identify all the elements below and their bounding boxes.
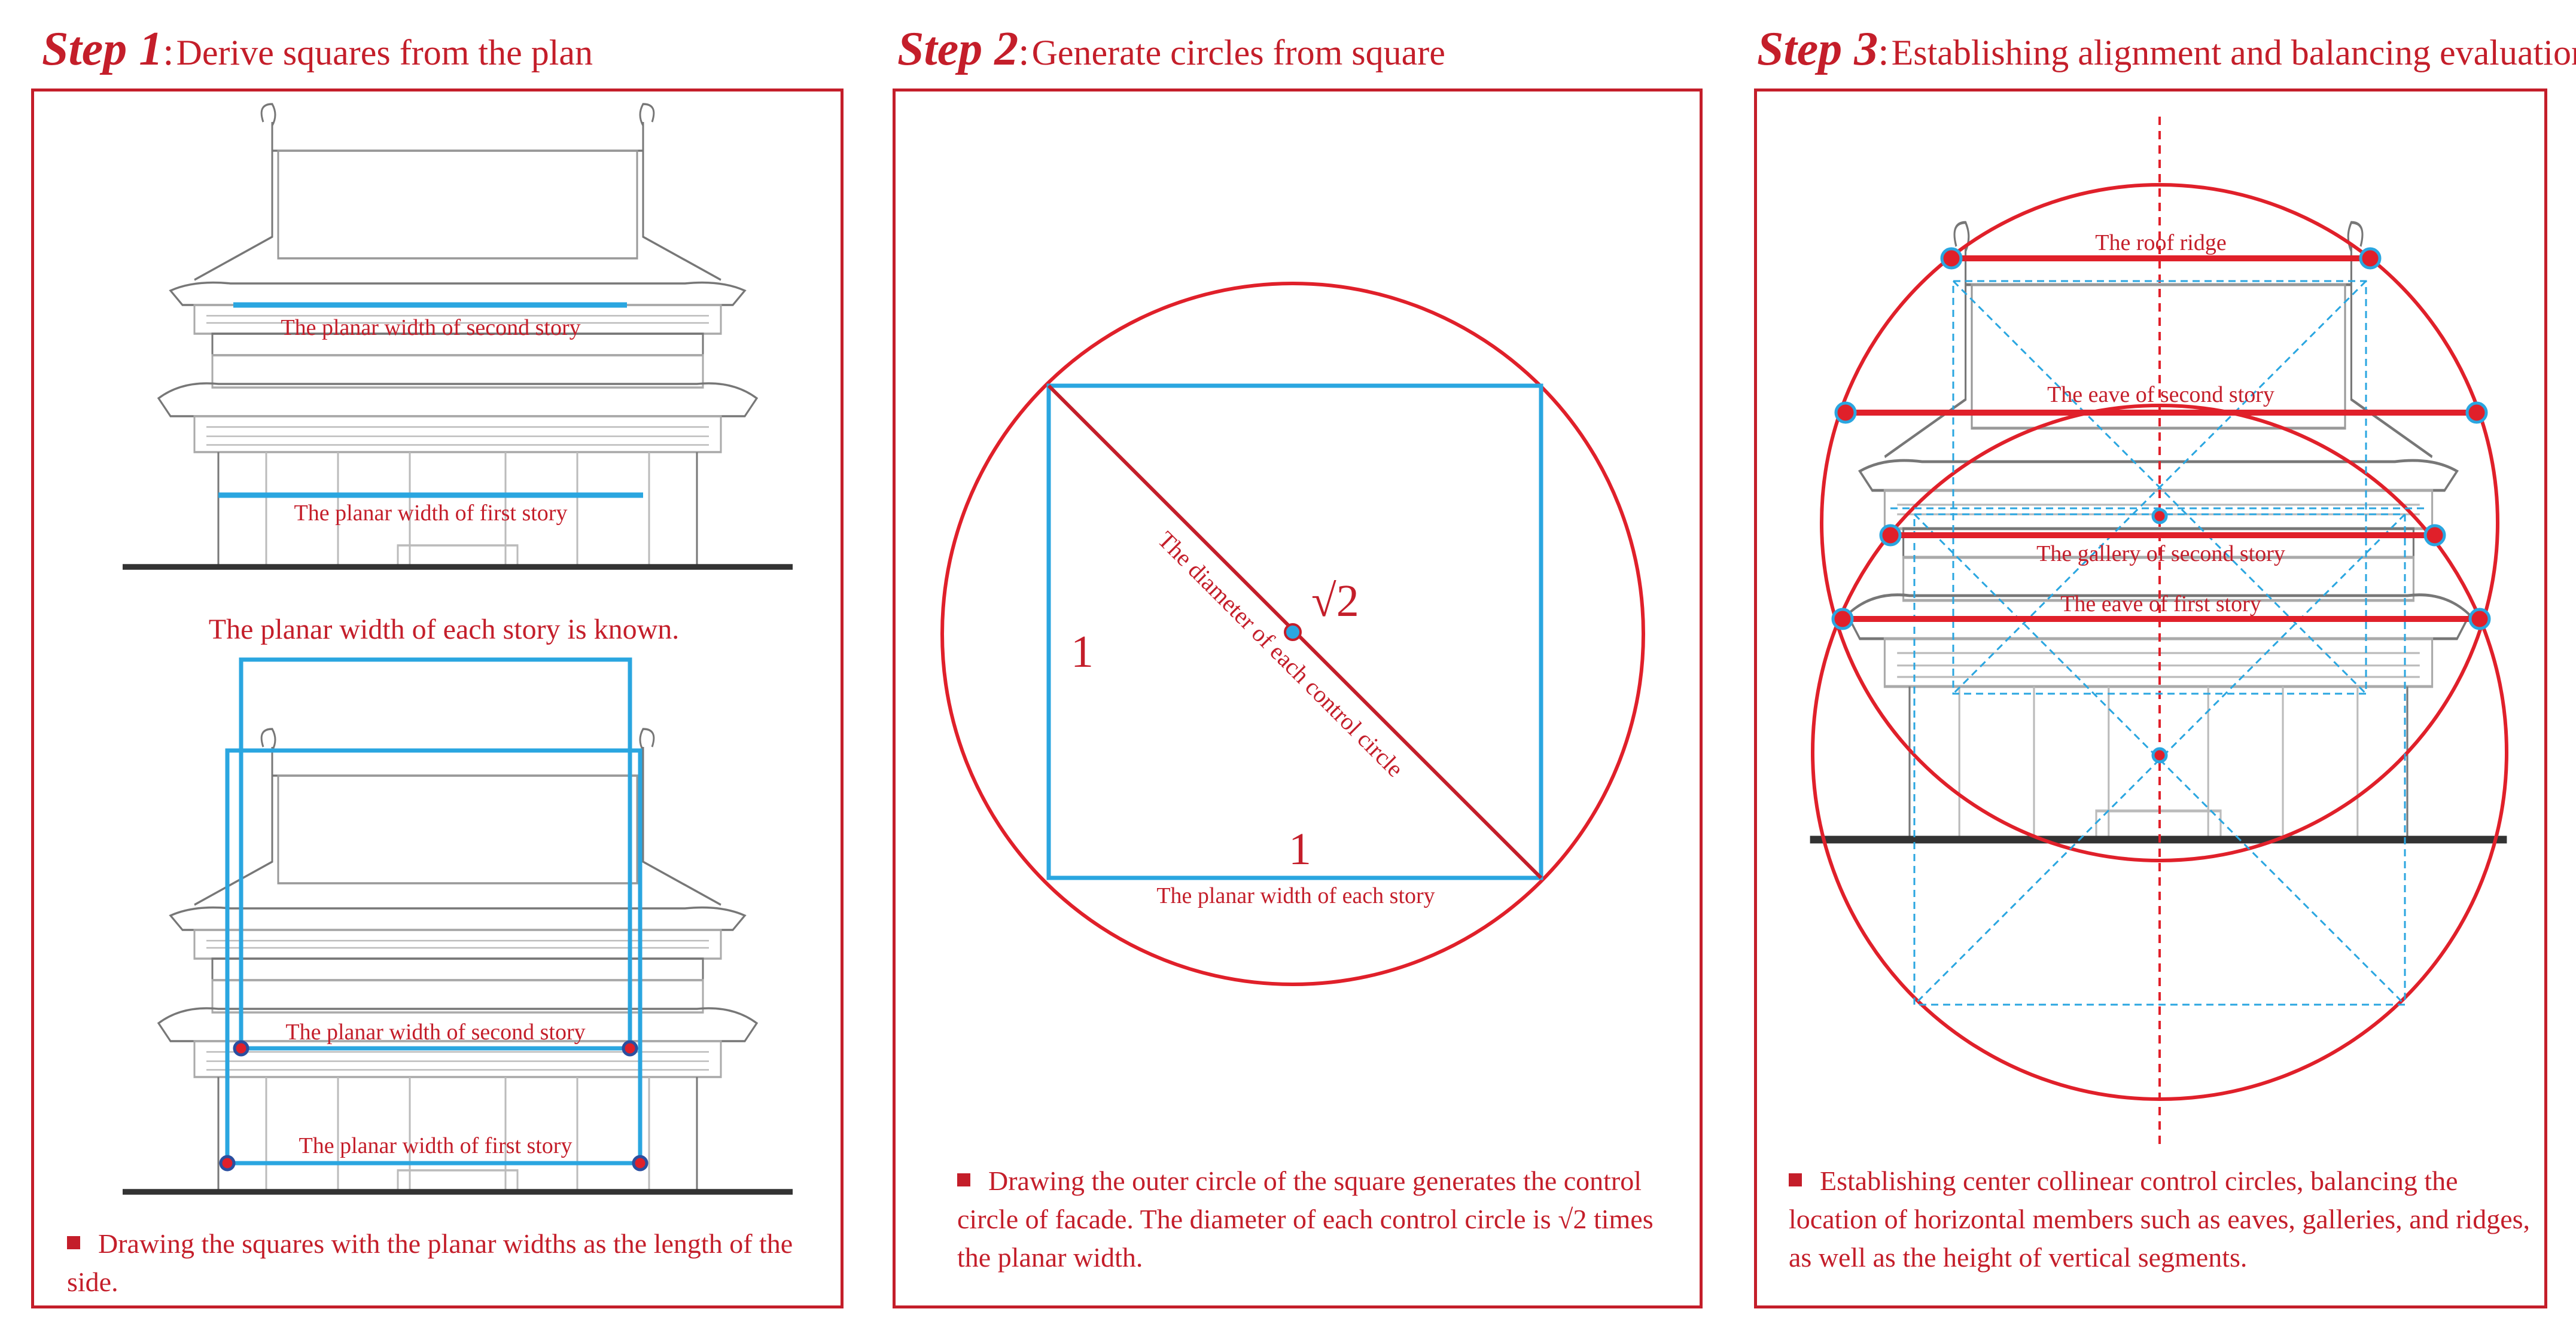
- step1-number: Step 1: [42, 23, 163, 75]
- step2-number: Step 2: [897, 23, 1019, 75]
- step2-diagonal-label: The diameter of each control circle: [1153, 526, 1409, 782]
- step3-number: Step 3: [1757, 23, 1878, 75]
- marker-dot: [2468, 608, 2491, 630]
- bullet-icon: [1789, 1173, 1802, 1186]
- marker-dot: [2151, 747, 2168, 764]
- step2-title: Step 2: Generate circles from square: [897, 13, 1445, 85]
- square-second-story: [239, 657, 632, 1051]
- plan-square: [1046, 383, 1543, 880]
- step2-side-left: 1: [1071, 627, 1094, 677]
- step2-panel: [893, 89, 1703, 1308]
- marker-dot: [233, 1040, 249, 1057]
- center-dot: [1284, 623, 1302, 641]
- step1-square-label-second: The planar width of second story: [285, 1020, 585, 1045]
- step3-eave-second-label: The eave of second story: [2047, 382, 2274, 407]
- step1-label-second-story: The planar width of second story: [281, 315, 580, 340]
- step3-note-text: Establishing center collinear control ci…: [1789, 1166, 2531, 1273]
- step3-member-lines: [1843, 255, 2480, 622]
- step3-description: Establishing alignment and balancing eva…: [1891, 33, 2576, 72]
- bullet-icon: [67, 1236, 80, 1249]
- step1-note-text: Drawing the squares with the planar widt…: [67, 1228, 793, 1297]
- step2-construction: [940, 282, 1645, 986]
- step3-eave-first-label: The eave of first story: [2060, 591, 2261, 617]
- marker-dot: [632, 1155, 648, 1172]
- marker-dot: [1831, 608, 1854, 630]
- marker-dot: [2465, 401, 2488, 424]
- step3-roof-ridge-label: The roof ridge: [2095, 230, 2226, 255]
- step3-gallery-second-label: The gallery of second story: [2036, 541, 2285, 566]
- step2-note: Drawing the outer circle of the square g…: [957, 1162, 1663, 1277]
- step1-note: Drawing the squares with the planar widt…: [67, 1225, 827, 1301]
- marker-dot: [2423, 524, 2446, 547]
- step1-description: Derive squares from the plan: [176, 33, 593, 72]
- step1-squares: [225, 657, 643, 1166]
- control-circle: [940, 282, 1645, 986]
- marker-dot: [1834, 401, 1857, 424]
- marker-dot: [622, 1040, 638, 1057]
- upper-control-circle: [1820, 183, 2499, 862]
- step3-panel: [1754, 89, 2547, 1308]
- step1-square-label-first: The planar width of first story: [299, 1133, 573, 1158]
- step3-markers: [1831, 247, 2491, 764]
- marker-dot: [1940, 247, 1963, 270]
- title-colon: :: [163, 30, 174, 74]
- step1-title: Step 1: Derive squares from the plan: [42, 13, 593, 85]
- step2-bottom-label: The planar width of each story: [1156, 883, 1435, 908]
- step1-width-lines: [218, 302, 643, 498]
- step1-label-first-story: The planar width of first story: [294, 501, 568, 526]
- title-colon: :: [1018, 30, 1030, 74]
- marker-dot: [1879, 524, 1902, 547]
- step2-side-bottom: 1: [1289, 824, 1311, 874]
- marker-dot: [2151, 508, 2168, 524]
- step1-markers: [219, 1040, 648, 1172]
- step2-note-text: Drawing the outer circle of the square g…: [957, 1166, 1654, 1273]
- step3-note: Establishing center collinear control ci…: [1789, 1162, 2531, 1277]
- step2-sqrt-label: √2: [1311, 576, 1359, 626]
- step2-description: Generate circles from square: [1031, 33, 1445, 72]
- marker-dot: [219, 1155, 236, 1172]
- step1-pavilion-bottom: [123, 729, 793, 1192]
- step1-panel: [31, 89, 844, 1308]
- marker-dot: [2359, 247, 2382, 270]
- title-colon: :: [1878, 30, 1889, 74]
- bullet-icon: [957, 1173, 970, 1186]
- step1-known-text: The planar width of each story is known.: [209, 614, 679, 645]
- step3-title: Step 3: Establishing alignment and balan…: [1757, 13, 2576, 85]
